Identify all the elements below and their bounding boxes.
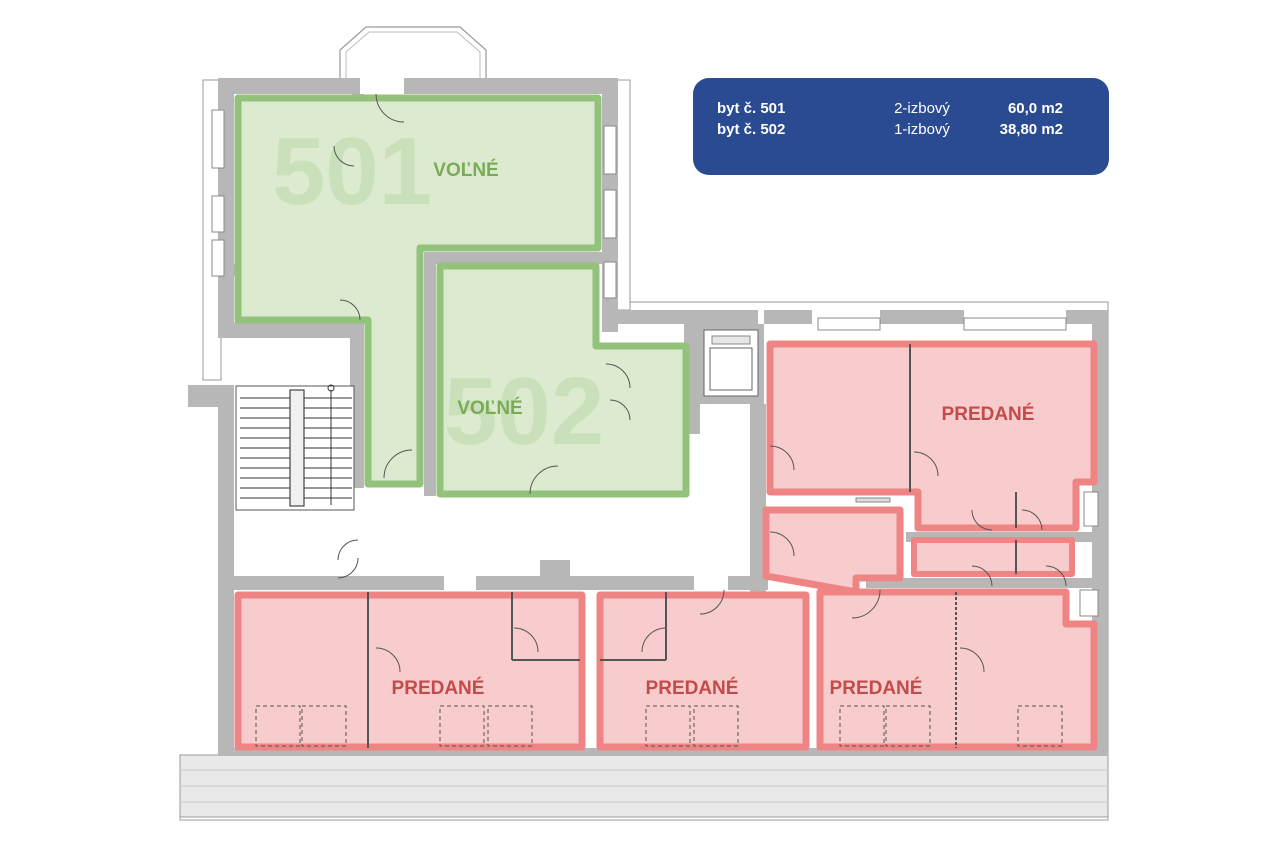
sold-unit-c: PREDANÉ xyxy=(762,506,1098,751)
partitions xyxy=(367,344,1017,748)
legend-area: 38,80 m2 xyxy=(999,121,1063,138)
windows xyxy=(211,109,1099,617)
sold-unit-d-label: PREDANÉ xyxy=(942,403,1035,425)
legend-row-502: byt č. 502 1-izbový 38,80 m2 xyxy=(717,119,1085,140)
legend-type: 1-izbový xyxy=(894,121,950,138)
legend-unit: byt č. 502 xyxy=(717,121,786,138)
sold-unit-a-label: PREDANÉ xyxy=(392,677,485,699)
unit-502-status: VOĽNÉ xyxy=(457,397,522,419)
fixtures xyxy=(255,705,1063,747)
bay-window xyxy=(339,26,487,78)
terrace xyxy=(179,754,1109,818)
sold-unit-a: PREDANÉ xyxy=(234,591,586,751)
sold-unit-d: PREDANÉ xyxy=(766,340,1098,577)
unit-501-status: VOĽNÉ xyxy=(433,159,498,181)
sold-unit-c-label: PREDANÉ xyxy=(830,677,923,699)
unit-502[interactable]: 502 VOĽNÉ xyxy=(436,262,690,498)
unit-501-number: 501 xyxy=(272,118,432,225)
legend-row-501: byt č. 501 2-izbový 60,0 m2 xyxy=(717,98,1085,119)
unit-legend: byt č. 501 2-izbový 60,0 m2 byt č. 502 1… xyxy=(693,78,1109,175)
unit-501[interactable]: 501 VOĽNÉ xyxy=(234,94,602,488)
legend-area: 60,0 m2 xyxy=(1007,100,1063,117)
doors xyxy=(333,93,1067,673)
staircase xyxy=(235,384,355,511)
sold-unit-b-label: PREDANÉ xyxy=(646,677,739,699)
elevator xyxy=(703,329,759,397)
legend-type: 2-izbový xyxy=(894,100,950,117)
sold-unit-b: PREDANÉ xyxy=(596,591,810,751)
unit-502-number: 502 xyxy=(444,358,604,465)
legend-unit: byt č. 501 xyxy=(717,100,786,117)
